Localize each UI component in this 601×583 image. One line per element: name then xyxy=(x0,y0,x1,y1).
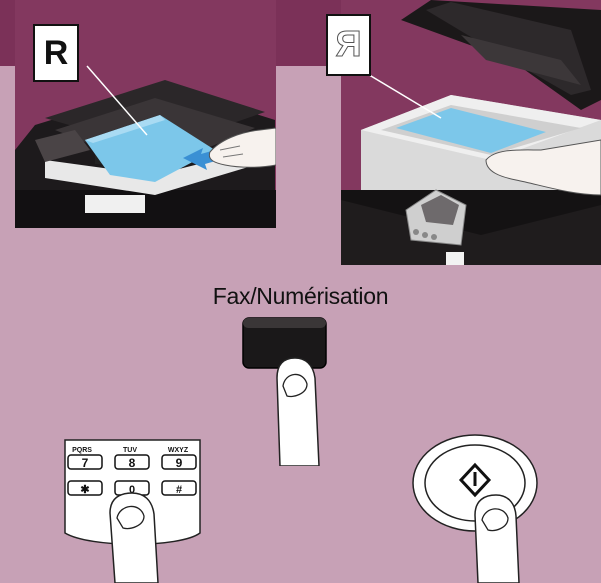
fax-scan-label: Fax/Numérisation xyxy=(0,283,601,310)
finger-icon xyxy=(475,495,519,583)
glass-placement-illustration xyxy=(341,0,601,265)
key-8-letters: TUV xyxy=(123,447,137,454)
key-9-label: 9 xyxy=(176,456,183,470)
fax-scan-key-group xyxy=(235,316,335,466)
key-8-label: 8 xyxy=(129,456,136,470)
key-star-label: ✱ xyxy=(80,484,89,496)
key-hash-label: # xyxy=(176,484,182,496)
original-facedown-icon: R xyxy=(326,14,371,76)
original-letter: R xyxy=(35,26,77,80)
key-9-letters: WXYZ xyxy=(168,447,189,454)
key-7-letters: PQRS xyxy=(72,447,92,454)
key-7-label: 7 xyxy=(82,456,89,470)
start-button-group xyxy=(405,420,555,583)
original-document-icon: R xyxy=(33,24,79,82)
original-letter-mirrored: R xyxy=(328,16,369,72)
keypad-group: PQRS TUV WXYZ 7 8 9 ✱ 0 # xyxy=(60,438,210,583)
